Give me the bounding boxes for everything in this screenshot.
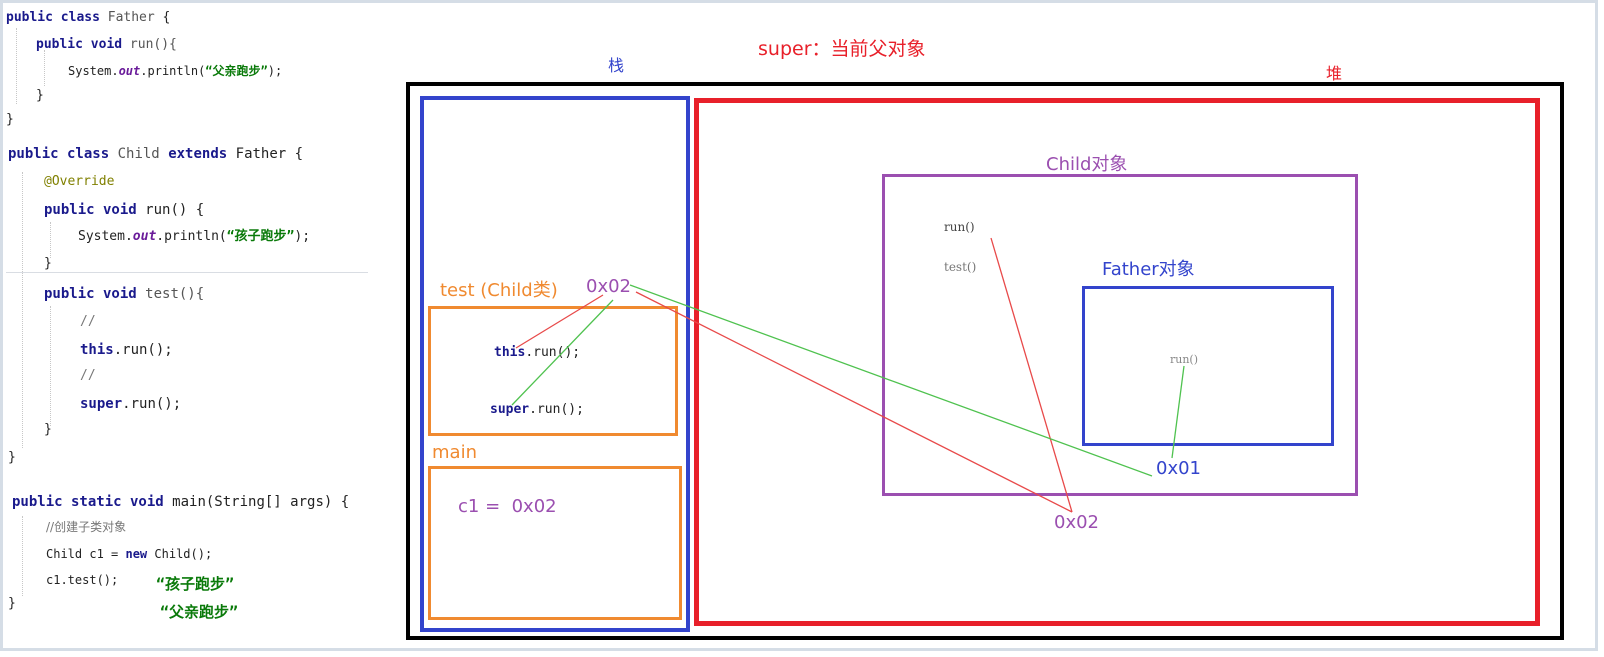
indent-guide (22, 172, 23, 448)
father-run-line: public void run(){ (36, 37, 177, 52)
output-father-run: “父亲跑步” (160, 603, 239, 621)
test-frame-label: test (Child类) (440, 280, 558, 301)
indent-guide (16, 28, 17, 104)
indent-guide (44, 50, 45, 86)
child-address: 0x02 (1054, 512, 1100, 533)
heap-label: 堆 (1326, 64, 1343, 83)
test-comment-2: // (80, 368, 96, 383)
method-separator (6, 272, 368, 273)
child-run-line: public void run() { (44, 202, 205, 218)
test-comment-1: // (80, 314, 96, 329)
indent-guide (50, 222, 51, 258)
main-c1-variable: c1 = 0x02 (458, 496, 557, 517)
indent-guide (22, 516, 23, 596)
super-run-line: super.run(); (80, 396, 182, 412)
indent-guide (50, 306, 51, 426)
father-run-close: } (36, 88, 44, 103)
father-class-line: public class Father { (6, 10, 171, 25)
override-annotation: @Override (44, 174, 115, 189)
test-frame-address: 0x02 (586, 276, 632, 297)
frame-super-run: super.run(); (490, 402, 584, 417)
father-address: 0x01 (1156, 458, 1202, 479)
output-child-run: “孩子跑步” (156, 575, 235, 593)
code-panel: public class Father { public void run(){… (6, 6, 378, 651)
this-run-line: this.run(); (80, 342, 173, 358)
main-new-line: Child c1 = new Child(); (46, 547, 213, 561)
main-call-line: c1.test(); (46, 573, 119, 587)
frame-this-run: this.run(); (494, 345, 581, 360)
test-method-line: public void test(){ (44, 286, 205, 302)
main-method-line: public static void main(String[] args) { (12, 494, 350, 510)
father-object-box (1082, 286, 1334, 446)
main-comment: //创建子类对象 (46, 520, 127, 534)
main-stack-frame (428, 466, 682, 620)
child-run-close: } (44, 256, 52, 271)
child-class-close: } (8, 450, 16, 465)
father-run-method: run() (1170, 353, 1199, 366)
stack-label: 栈 (608, 56, 625, 75)
child-object-label: Child对象 (1046, 154, 1128, 175)
main-frame-label: main (432, 442, 477, 463)
main-close: } (8, 596, 16, 611)
memory-outer-box (406, 82, 1564, 640)
child-run-method: run() (944, 220, 975, 234)
test-method-close: } (44, 422, 52, 437)
child-test-method: test() (944, 260, 977, 274)
child-class-line: public class Child extends Father { (8, 146, 304, 162)
super-note: super：当前父对象 (758, 38, 926, 60)
father-object-label: Father对象 (1102, 259, 1195, 280)
father-print-line: System.out.println(“父亲跑步”); (68, 64, 283, 78)
father-class-close: } (6, 112, 14, 127)
child-print-line: System.out.println(“孩子跑步”); (78, 229, 311, 244)
